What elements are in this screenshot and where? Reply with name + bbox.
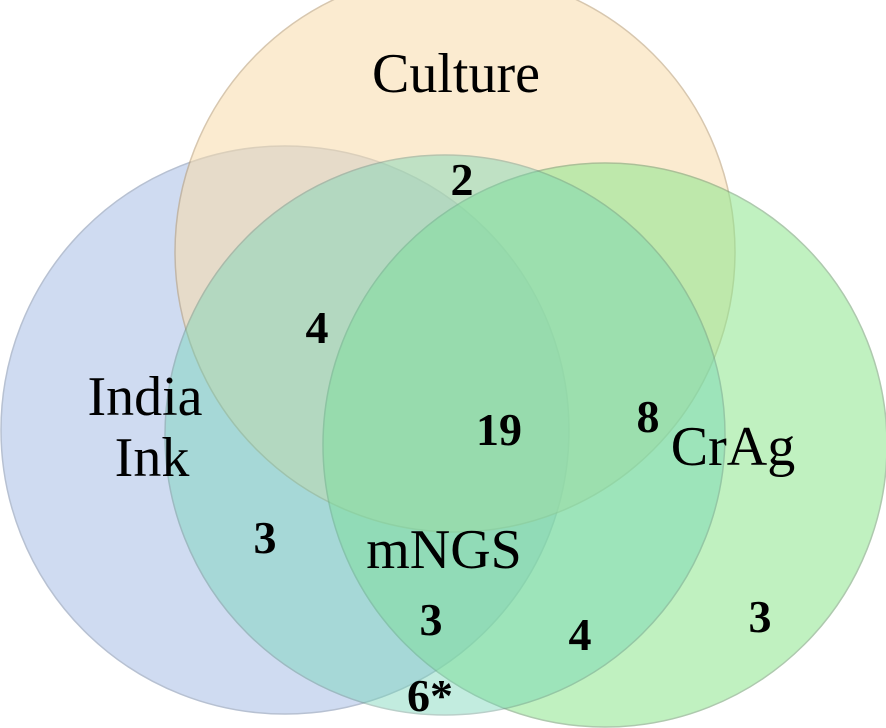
count-culture-india-mngs: 4 xyxy=(306,302,329,353)
count-mngs-crag: 4 xyxy=(569,609,592,660)
count-mngs-only: 6* xyxy=(407,670,453,721)
india-ink-label-line-1: India xyxy=(87,366,202,428)
crag-circle xyxy=(322,162,886,728)
count-india-mngs: 3 xyxy=(254,512,277,563)
count-culture-crag: 8 xyxy=(637,391,660,442)
india-ink-label: India Ink xyxy=(87,366,216,489)
count-crag-only: 3 xyxy=(749,591,772,642)
crag-label: CrAg xyxy=(671,416,795,478)
mngs-circle xyxy=(164,154,726,716)
count-india-mngs-crag: 3 xyxy=(420,594,443,645)
count-all-four: 19 xyxy=(476,404,522,455)
mngs-label: mNGS xyxy=(366,519,522,581)
count-culture-mngs-crag: 2 xyxy=(451,154,474,205)
india-ink-label-line-2: Ink xyxy=(115,427,190,489)
culture-label: Culture xyxy=(372,43,540,105)
